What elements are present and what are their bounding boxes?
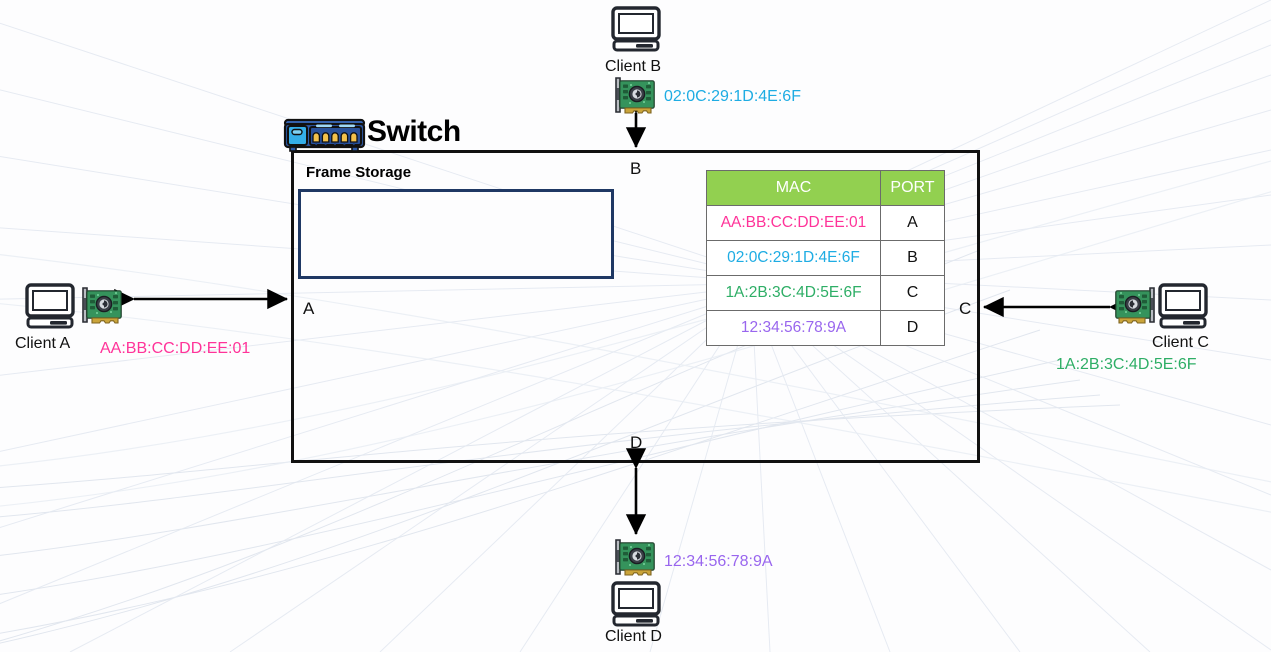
cell-port: C [880, 275, 945, 311]
client-label-b: Client B [605, 58, 662, 75]
network-switch-icon [283, 117, 369, 155]
desktop-computer-icon [1158, 283, 1208, 329]
column-header-mac: MAC [706, 170, 881, 206]
cell-port: D [880, 310, 945, 346]
nic-card-icon [78, 286, 124, 328]
client-mac-c: 1A:2B:3C:4D:5E:6F [1056, 356, 1197, 373]
nic-card-icon [1113, 286, 1159, 328]
port-label-c: C [959, 299, 972, 318]
frame-storage-area [298, 189, 614, 279]
cell-mac: 1A:2B:3C:4D:5E:6F [706, 275, 881, 311]
cell-mac: 02:0C:29:1D:4E:6F [706, 240, 881, 276]
cell-mac: 12:34:56:78:9A [706, 310, 881, 346]
client-label-d: Client D [605, 628, 662, 645]
client-label-c: Client C [1152, 334, 1209, 351]
frame-storage-label: Frame Storage [306, 164, 412, 181]
mac-address-table: MAC PORT AA:BB:CC:DD:EE:01 A 02:0C:29:1D… [706, 170, 945, 346]
port-label-d: D [630, 433, 643, 452]
port-label-a: A [303, 299, 315, 318]
nic-card-icon [611, 538, 657, 580]
table-row: 12:34:56:78:9A D [706, 310, 945, 346]
client-mac-b: 02:0C:29:1D:4E:6F [664, 88, 801, 105]
cell-mac: AA:BB:CC:DD:EE:01 [706, 205, 881, 241]
client-mac-a: AA:BB:CC:DD:EE:01 [100, 340, 251, 357]
nic-card-icon [611, 76, 657, 118]
client-label-a: Client A [15, 335, 71, 352]
desktop-computer-icon [611, 6, 661, 52]
desktop-computer-icon [25, 283, 75, 329]
client-mac-d: 12:34:56:78:9A [664, 553, 773, 570]
table-row: 1A:2B:3C:4D:5E:6F C [706, 275, 945, 311]
port-label-b: B [630, 159, 642, 178]
desktop-computer-icon [611, 581, 661, 627]
switch-title: Switch [367, 115, 461, 148]
